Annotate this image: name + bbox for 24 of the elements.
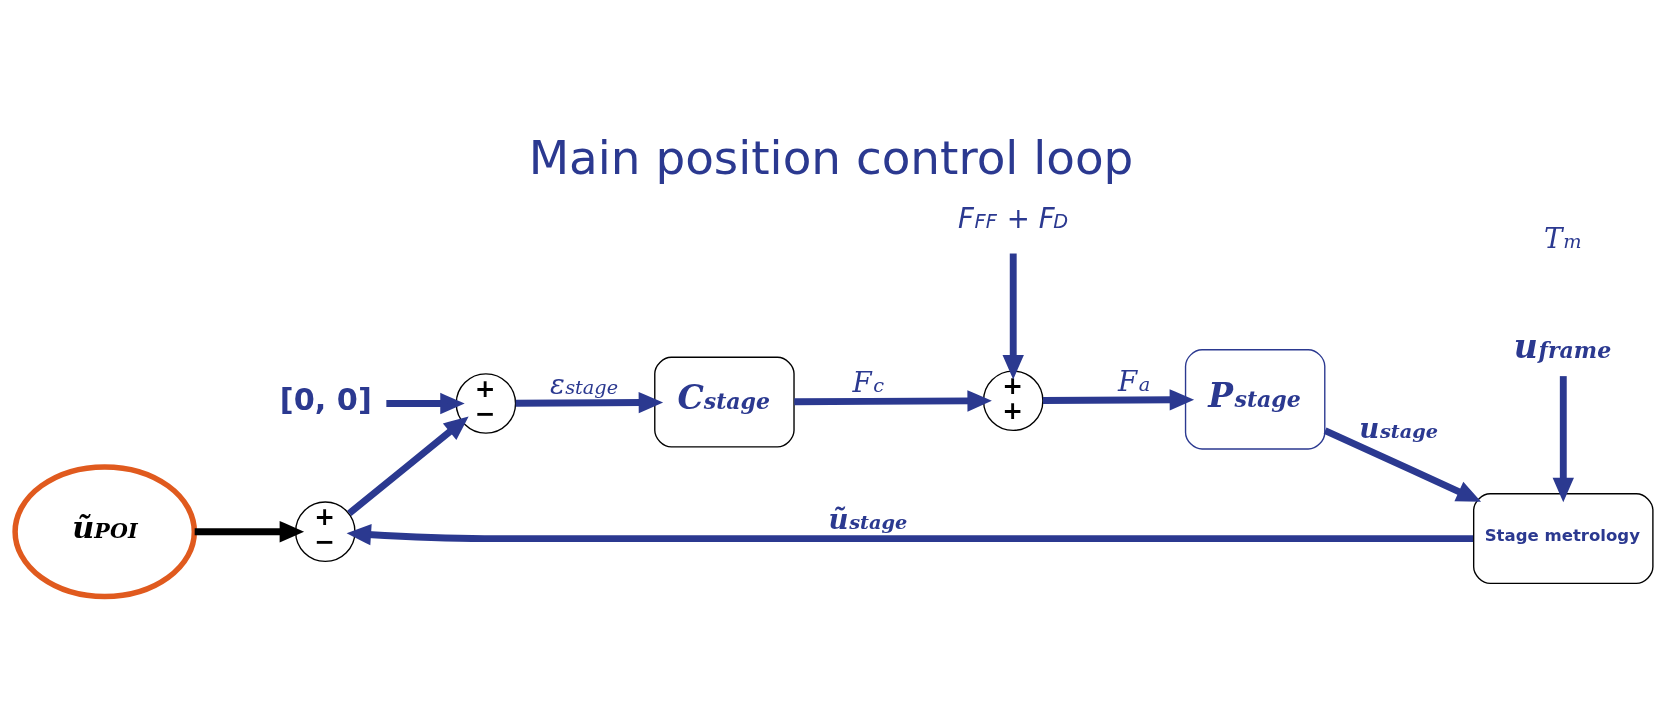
edge-label: Fc [852, 366, 885, 400]
node-box: Cstage [654, 356, 795, 448]
arrow [1042, 389, 1195, 411]
node-ellipse: ũPOI [12, 464, 198, 600]
arrow [1323, 427, 1482, 502]
arrow [1002, 253, 1024, 380]
edge-label: ũstage [828, 502, 908, 536]
arrow [194, 521, 305, 543]
label: Tm [1543, 221, 1582, 255]
edge-label: Fa [1117, 365, 1151, 399]
node-circle: + + [982, 370, 1044, 432]
edge-label: εstage [550, 367, 619, 401]
arrow [346, 524, 1474, 546]
node-box: Stage metrology [1473, 493, 1654, 585]
node-box: Pstage [1184, 349, 1326, 450]
node-circle: + − [294, 501, 356, 563]
node-text: FFF + FD [958, 202, 1069, 236]
node-circle: + − [455, 373, 517, 434]
arrow [515, 391, 664, 414]
edge-label: ustage [1359, 411, 1438, 445]
node-text: uframe [1513, 327, 1612, 367]
diagram-title: Main position control loop [528, 129, 1134, 185]
arrow [347, 416, 469, 516]
node-text: [0, 0] [279, 381, 372, 417]
